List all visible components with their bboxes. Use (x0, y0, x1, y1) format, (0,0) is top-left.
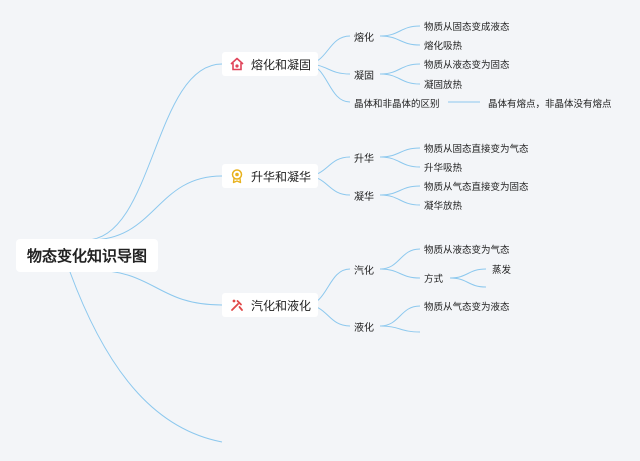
leaf-vaporization-def[interactable]: 物质从液态变为气态 (424, 245, 510, 256)
node-sublimation[interactable]: 升华 (354, 154, 374, 165)
link-sub-l1 (379, 147, 421, 158)
branch-vaporization-liquefaction[interactable]: 汽化和液化 (222, 293, 319, 317)
link-liq-empty (379, 325, 421, 333)
link-sub-l2 (379, 156, 421, 168)
branch-label: 升华和凝华 (251, 169, 312, 184)
link-solid-l2 (379, 73, 421, 85)
house-icon (229, 56, 245, 72)
link-root-tail (69, 271, 223, 443)
leaf-deposition-heat[interactable]: 凝华放热 (424, 201, 463, 212)
leaf-sublimation-heat[interactable]: 升华吸热 (424, 163, 463, 174)
tools-icon (229, 297, 245, 313)
link-root-b2 (89, 175, 223, 241)
node-vaporization-method[interactable]: 方式 (424, 274, 444, 285)
link-vap-l1 (379, 248, 421, 270)
node-crystal-difference[interactable]: 晶体和非晶体的区别 (354, 99, 440, 110)
leaf-melting-heat[interactable]: 熔化吸热 (424, 41, 463, 52)
node-liquefaction[interactable]: 液化 (354, 323, 374, 334)
link-dep-l2 (379, 194, 421, 206)
leaf-sublimation-def[interactable]: 物质从固态直接变为气态 (424, 144, 529, 155)
link-root-b3 (89, 269, 223, 306)
link-solid-l1 (379, 63, 421, 75)
leaf-solidifying-def[interactable]: 物质从液态变为固态 (424, 60, 510, 71)
branch-label: 熔化和凝固 (251, 57, 312, 72)
root-node[interactable]: 物态变化知识导图 (16, 239, 158, 272)
leaf-crystal-melting-point[interactable]: 晶体有熔点，非晶体没有熔点 (488, 99, 612, 110)
branch-sublimation-deposition[interactable]: 升华和凝华 (222, 164, 319, 188)
link-method-evap (449, 268, 487, 279)
leaf-deposition-def[interactable]: 物质从气态直接变为固态 (424, 182, 529, 193)
node-deposition[interactable]: 凝华 (354, 192, 374, 203)
link-dep-l1 (379, 185, 421, 196)
leaf-liquefaction-def[interactable]: 物质从气态变为液态 (424, 302, 510, 313)
leaf-melting-def[interactable]: 物质从固态变成液态 (424, 22, 510, 33)
badge-icon (229, 168, 245, 184)
branch-label: 汽化和液化 (251, 298, 312, 313)
node-solidifying[interactable]: 凝固 (354, 71, 374, 82)
link-vap-method (379, 268, 421, 279)
link-liq-l1 (379, 305, 421, 327)
leaf-solidifying-heat[interactable]: 凝固放热 (424, 80, 463, 91)
leaf-evaporation[interactable]: 蒸发 (492, 265, 512, 276)
link-melting-l1 (379, 25, 421, 37)
node-vaporization[interactable]: 汽化 (354, 266, 374, 277)
link-melting-l2 (379, 35, 421, 46)
node-melting[interactable]: 熔化 (354, 33, 374, 44)
link-method-empty (449, 277, 487, 288)
link-root-b1 (85, 63, 223, 241)
branch-melting-solidifying[interactable]: 熔化和凝固 (222, 52, 319, 76)
